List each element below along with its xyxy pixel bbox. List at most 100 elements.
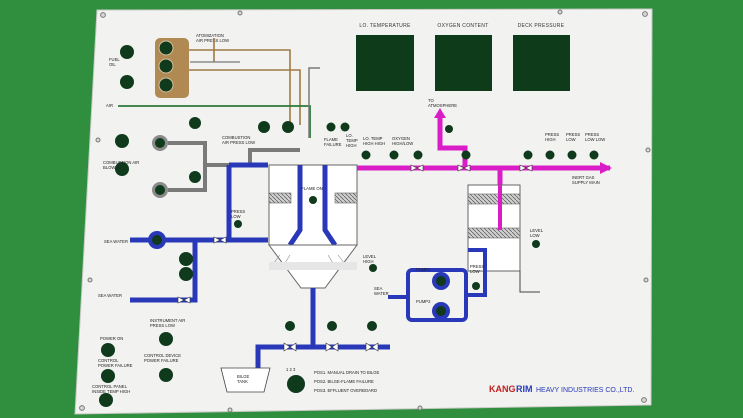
pump2-label: PUMP2	[416, 299, 431, 304]
screw-icon	[87, 277, 93, 283]
atomization-line	[308, 67, 320, 138]
indicator-lamp[interactable]	[523, 150, 533, 160]
indicator-lamp[interactable]	[179, 267, 193, 281]
valve-icon[interactable]	[331, 342, 339, 352]
pump1-indicator[interactable]	[436, 276, 446, 286]
indicator-lamp[interactable]	[445, 125, 453, 133]
screw-icon	[95, 137, 101, 143]
brand-name-part2: RIM	[516, 384, 533, 394]
screw-icon	[645, 147, 651, 153]
valve-icon[interactable]	[213, 236, 221, 244]
valve-icon[interactable]	[183, 296, 191, 304]
pos3-label: POS3. EFFLUENT OVERBOARD	[314, 388, 377, 393]
valve-icon[interactable]	[219, 236, 227, 244]
water-level	[269, 262, 357, 270]
indicator-lamp[interactable]	[120, 75, 134, 89]
flame-failure-indicator[interactable]	[326, 122, 336, 132]
press-low-indicator[interactable]	[567, 150, 577, 160]
deck-pressure-label: DECK PRESSURE	[518, 23, 565, 29]
drain-selector-switch[interactable]	[287, 375, 305, 393]
drain-indicator[interactable]	[367, 321, 377, 331]
press-high-indicator[interactable]	[545, 150, 555, 160]
pump1-label: PUMP1	[416, 267, 431, 272]
oxygen-high-low-indicator[interactable]	[389, 150, 399, 160]
packing-layer	[467, 193, 521, 205]
valve-icon[interactable]	[525, 164, 533, 172]
power-on-lamp[interactable]	[101, 343, 115, 357]
control-device-lamp[interactable]	[159, 368, 173, 382]
aluminium-panel	[74, 8, 653, 415]
valve-icon[interactable]	[457, 164, 465, 172]
fuel-pump-indicator[interactable]	[158, 77, 174, 93]
sea-water-pump-indicator[interactable]	[152, 235, 162, 245]
press-low-low-indicator[interactable]	[589, 150, 599, 160]
drain-pipe	[519, 271, 540, 293]
packing-layer	[334, 192, 358, 204]
flame-on-indicator[interactable]	[309, 196, 317, 204]
indicator-lamp[interactable]	[179, 252, 193, 266]
valve-icon[interactable]	[177, 296, 185, 304]
scrubber-tower	[268, 164, 358, 246]
indicator-lamp[interactable]	[282, 121, 294, 133]
exhaust-arrow-icon	[434, 108, 446, 118]
indicator-lamp[interactable]	[258, 121, 270, 133]
screw-icon	[643, 277, 649, 283]
instrument-air-lamp[interactable]	[159, 332, 173, 346]
sea-water-label-1: SEA WATER	[104, 239, 128, 244]
indicator-lamp[interactable]	[189, 171, 201, 183]
valve-icon[interactable]	[519, 164, 527, 172]
brand-name-part1: KANG	[489, 384, 516, 394]
drain-indicator[interactable]	[327, 321, 337, 331]
press-low-indicator[interactable]	[234, 220, 242, 228]
valve-icon[interactable]	[365, 342, 373, 352]
indicator-lamp[interactable]	[115, 134, 129, 148]
flame-chamber-walls	[287, 165, 338, 247]
blower-indicator[interactable]	[155, 138, 165, 148]
indicator-lamp[interactable]	[461, 150, 471, 160]
lo-temp-high-high-indicator[interactable]	[361, 150, 371, 160]
valve-icon[interactable]	[371, 342, 379, 352]
pump2-indicator[interactable]	[436, 306, 446, 316]
screw-icon	[641, 397, 647, 403]
level-low-indicator[interactable]	[532, 240, 540, 248]
valve-icon[interactable]	[283, 342, 291, 352]
indicator-lamp[interactable]	[413, 150, 423, 160]
valve-icon[interactable]	[325, 342, 333, 352]
valve-icon[interactable]	[410, 164, 418, 172]
screw-icon	[227, 407, 233, 413]
valve-icon[interactable]	[463, 164, 471, 172]
level-high-indicator[interactable]	[369, 264, 377, 272]
drain-indicator[interactable]	[285, 321, 295, 331]
valve-icon[interactable]	[416, 164, 424, 172]
spray-nozzle	[269, 254, 349, 269]
valve-icon[interactable]	[289, 342, 297, 352]
lo-temperature-gauge-cutout	[356, 35, 414, 91]
press-low-indicator[interactable]	[472, 282, 480, 290]
screw-icon	[642, 11, 648, 17]
control-panel-temp-lamp[interactable]	[99, 393, 113, 407]
indicator-lamp[interactable]	[115, 162, 129, 176]
lo-temp-high-indicator[interactable]	[340, 122, 350, 132]
screw-icon	[557, 9, 563, 15]
indicator-lamp[interactable]	[120, 45, 134, 59]
fuel-pump-indicator[interactable]	[158, 40, 174, 56]
indicator-lamp[interactable]	[189, 117, 201, 129]
fuel-pump-indicator[interactable]	[158, 58, 174, 74]
control-power-failure-lamp[interactable]	[101, 369, 115, 383]
blower-indicator[interactable]	[155, 185, 165, 195]
